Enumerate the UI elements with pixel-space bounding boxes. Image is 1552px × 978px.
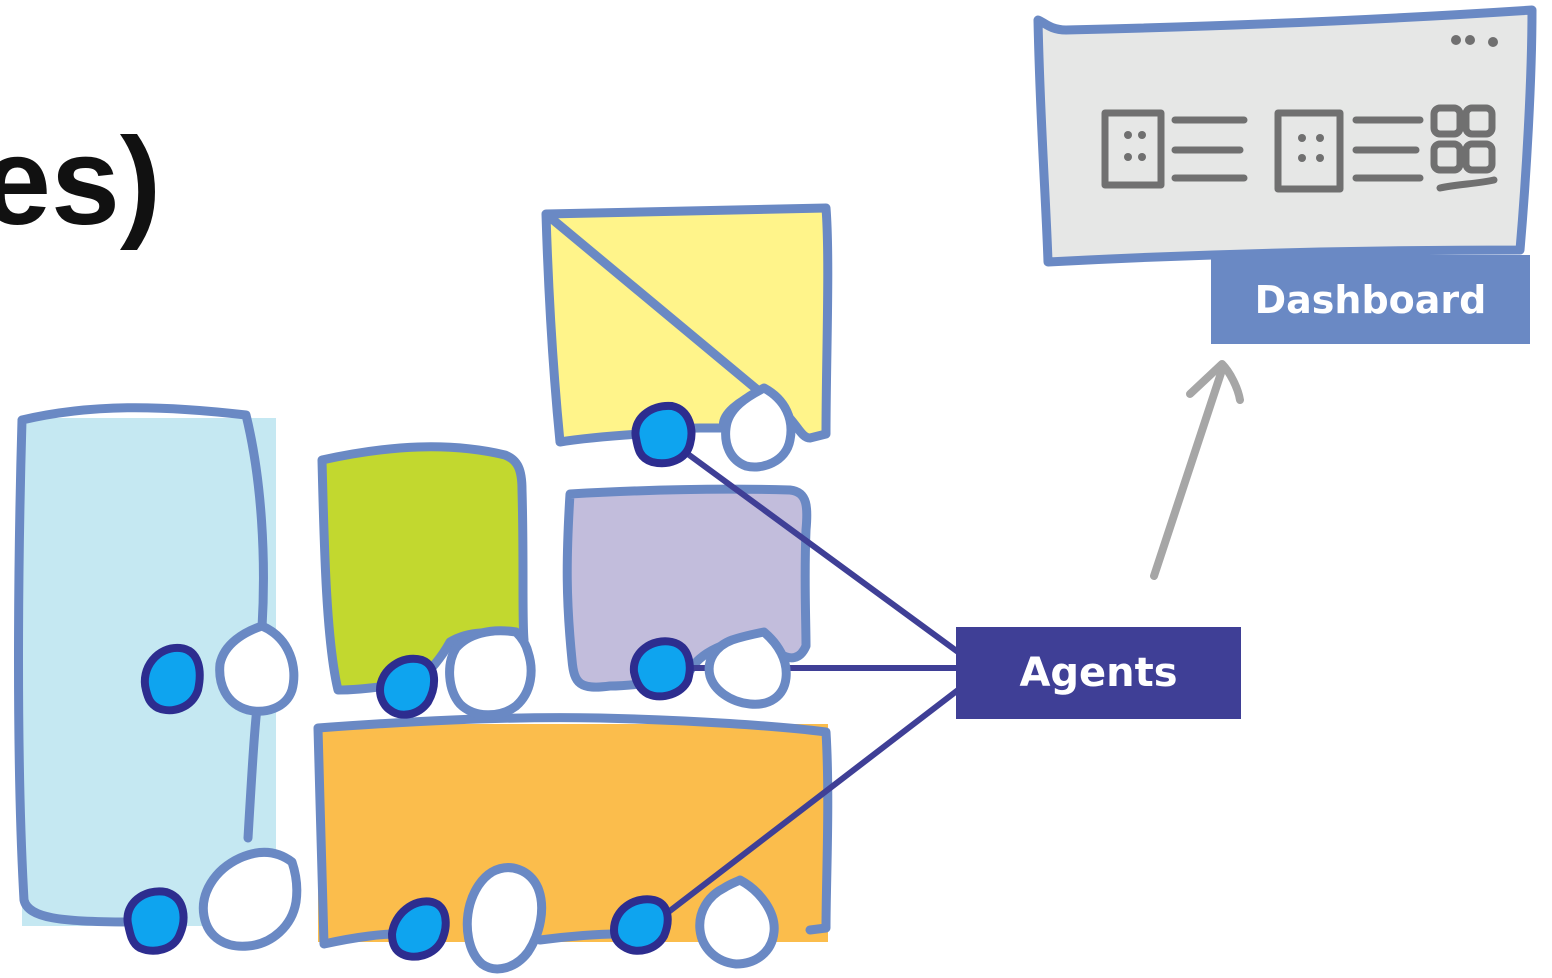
agent-dot-icon	[140, 643, 204, 715]
open-node-icon	[445, 626, 536, 720]
arrow-up-icon	[1150, 360, 1244, 580]
node-pair	[123, 848, 302, 955]
dashboard-label: Dashboard	[1211, 255, 1530, 344]
dashboard-widgets	[1101, 104, 1498, 193]
open-node-icon	[198, 848, 302, 951]
agent-dot-icon	[123, 887, 188, 955]
open-node-icon	[215, 621, 299, 716]
open-node-icon	[695, 875, 779, 969]
page-heading: es)	[0, 113, 162, 251]
window-dot-icon	[1488, 37, 1498, 47]
node-pair	[388, 863, 547, 974]
agent-dot-icon	[610, 895, 672, 955]
agent-dot-icon	[631, 401, 696, 468]
agent-dot-icon	[376, 654, 438, 719]
node-pair	[376, 626, 536, 720]
node-pair	[629, 627, 791, 709]
agent-dot-icon	[388, 897, 450, 961]
node-pair	[140, 621, 299, 716]
window-dot-icon	[1451, 35, 1461, 45]
open-node-icon	[721, 383, 796, 472]
node-pair	[610, 875, 779, 969]
node-pair	[631, 383, 796, 472]
dashboard-window-icon	[1033, 5, 1537, 267]
agents-label: Agents	[956, 627, 1241, 719]
window-dot-icon	[1465, 35, 1475, 45]
open-node-icon	[704, 627, 791, 709]
nodes	[123, 383, 796, 974]
agent-dot-icon	[629, 637, 694, 701]
open-node-icon	[462, 863, 547, 974]
